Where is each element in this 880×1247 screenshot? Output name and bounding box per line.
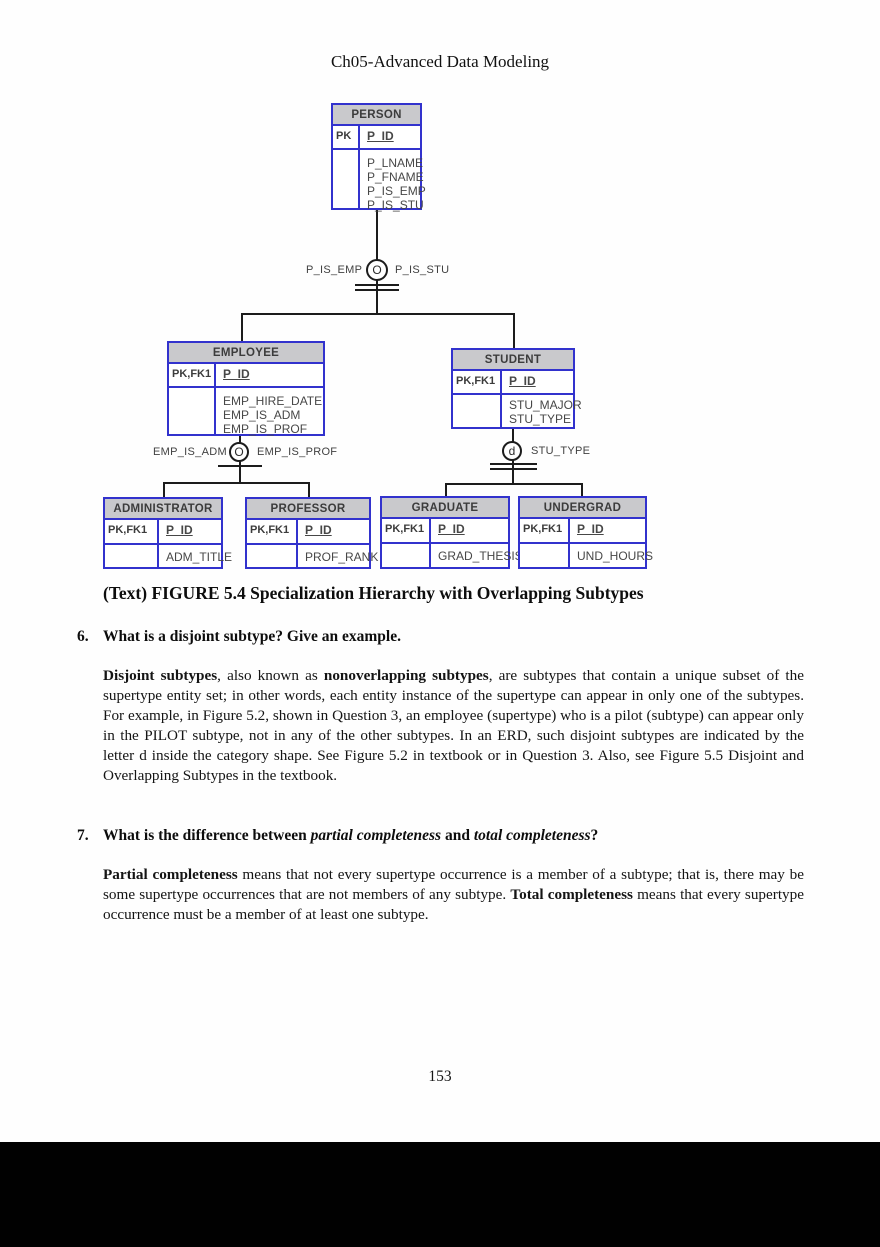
bottom-black-band xyxy=(0,1142,880,1247)
key-label: PK,FK1 xyxy=(247,520,298,543)
line-left-split xyxy=(163,482,310,484)
line-to-administrator xyxy=(163,482,165,497)
pk-attribute: P_ID xyxy=(223,367,250,381)
line-to-undergrad xyxy=(581,483,583,496)
question-7-number: 7. xyxy=(77,827,89,844)
pk-attribute: P_ID xyxy=(438,522,465,536)
question-7-text: What is the difference between partial c… xyxy=(103,827,599,844)
entity-professor: PROFESSOR PK,FK1 P_ID PROF_RANK xyxy=(245,497,378,569)
label-p-is-stu: P_IS_STU xyxy=(395,264,450,276)
question-7: 7. What is the difference between partia… xyxy=(77,827,817,845)
attribute-list: UND_HOURS xyxy=(577,549,654,563)
italic-term: total completeness xyxy=(473,827,591,844)
key-cell-empty xyxy=(169,388,216,434)
attribute-list: STU_MAJOR STU_TYPE xyxy=(509,398,582,426)
entity-employee: EMPLOYEE PK,FK1 P_ID EMP_HIRE_DATE EMP_I… xyxy=(167,341,325,436)
answer-7: Partial completeness means that not ever… xyxy=(103,866,804,923)
line-right-split xyxy=(445,483,583,485)
entity-title: PERSON xyxy=(333,105,420,126)
italic-term: partial completeness xyxy=(310,827,442,844)
attribute-list: GRAD_THESIS xyxy=(438,549,523,563)
attribute-list: PROF_RANK xyxy=(305,550,379,564)
pk-attribute: P_ID xyxy=(367,129,394,143)
key-label: PK,FK1 xyxy=(105,520,159,543)
entity-title: GRADUATE xyxy=(382,498,508,519)
question-6-number: 6. xyxy=(77,628,89,645)
line-person-to-circle xyxy=(376,207,378,260)
key-cell-empty xyxy=(105,545,159,567)
entity-title: STUDENT xyxy=(453,350,573,371)
line-to-professor xyxy=(308,482,310,497)
entity-title: UNDERGRAD xyxy=(520,498,645,519)
bold-term: nonoverlapping subtypes xyxy=(323,667,489,684)
key-label: PK,FK1 xyxy=(520,519,570,542)
entity-title: ADMINISTRATOR xyxy=(105,499,221,520)
key-cell-empty xyxy=(247,545,298,567)
question-6-text: What is a disjoint subtype? Give an exam… xyxy=(103,628,401,645)
label-p-is-emp: P_IS_EMP xyxy=(306,264,363,276)
key-cell-empty xyxy=(333,150,360,208)
pk-attribute: P_ID xyxy=(305,523,332,537)
document-title: Ch05-Advanced Data Modeling xyxy=(330,52,550,71)
category-circle-overlap-person: O xyxy=(366,259,388,281)
attribute-list: P_LNAME P_FNAME P_IS_EMP P_IS_STU xyxy=(367,156,426,212)
key-cell-empty xyxy=(382,544,431,567)
line-circle2-to-split xyxy=(239,461,241,482)
key-label: PK,FK1 xyxy=(453,371,502,393)
bold-term: Partial completeness xyxy=(103,866,238,883)
label-stu-type: STU_TYPE xyxy=(531,445,591,457)
pk-attribute: P_ID xyxy=(166,523,193,537)
key-cell-empty xyxy=(520,544,570,567)
key-cell-empty xyxy=(453,395,502,427)
total-completeness-mark2-bottom xyxy=(490,468,537,470)
bold-term: Total completeness xyxy=(510,885,633,903)
key-label: PK xyxy=(333,126,360,148)
entity-person: PERSON PK P_ID P_LNAME P_FNAME P_IS_EMP … xyxy=(331,103,426,212)
category-symbol: O xyxy=(234,445,244,459)
entity-title: PROFESSOR xyxy=(247,499,369,520)
erd-diagram: O O d P_IS_EMP P_IS_STU EMP_IS_ADM EMP_I… xyxy=(0,0,880,580)
answer-6: Disjoint subtypes, also known as nonover… xyxy=(103,667,804,784)
category-symbol: d xyxy=(508,444,516,458)
line-circle-to-split xyxy=(376,280,378,313)
category-symbol: O xyxy=(372,263,382,277)
total-completeness-mark2-top xyxy=(490,463,537,465)
line-student-to-circle xyxy=(512,424,514,442)
total-completeness-mark-bottom xyxy=(355,289,399,291)
attribute-list: ADM_TITLE xyxy=(166,550,233,564)
label-emp-is-adm: EMP_IS_ADM xyxy=(153,446,227,458)
category-circle-disjoint-student: d xyxy=(502,441,522,461)
page: Ch05-Advanced Data Modeling O O d xyxy=(0,0,880,1142)
figure-caption: (Text) FIGURE 5.4 Specialization Hierarc… xyxy=(103,583,644,603)
page-number: 153 xyxy=(428,1068,452,1085)
bold-term: Disjoint subtypes xyxy=(103,667,218,684)
pk-attribute: P_ID xyxy=(509,374,536,388)
line-employee-to-circle xyxy=(239,431,241,443)
key-label: PK,FK1 xyxy=(382,519,431,542)
key-label: PK,FK1 xyxy=(169,364,216,386)
attribute-list: EMP_HIRE_DATE EMP_IS_ADM EMP_IS_PROF xyxy=(223,394,323,436)
entity-title: EMPLOYEE xyxy=(169,343,323,364)
category-circle-overlap-employee: O xyxy=(229,442,249,462)
line-to-graduate xyxy=(445,483,447,496)
entity-undergrad: UNDERGRAD PK,FK1 P_ID UND_HOURS xyxy=(518,496,653,569)
partial-completeness-mark xyxy=(218,465,262,467)
total-completeness-mark-top xyxy=(355,284,399,286)
entity-graduate: GRADUATE PK,FK1 P_ID GRAD_THESIS xyxy=(380,496,523,569)
line-top-split xyxy=(241,313,515,315)
label-emp-is-prof: EMP_IS_PROF xyxy=(257,446,338,458)
entity-student: STUDENT PK,FK1 P_ID STU_MAJOR STU_TYPE xyxy=(451,348,582,429)
question-6: 6. What is a disjoint subtype? Give an e… xyxy=(77,628,817,646)
line-to-student xyxy=(513,313,515,349)
line-to-employee xyxy=(241,313,243,342)
entity-administrator: ADMINISTRATOR PK,FK1 P_ID ADM_TITLE xyxy=(103,497,232,569)
line-circled-to-split xyxy=(512,460,514,483)
pk-attribute: P_ID xyxy=(577,522,604,536)
